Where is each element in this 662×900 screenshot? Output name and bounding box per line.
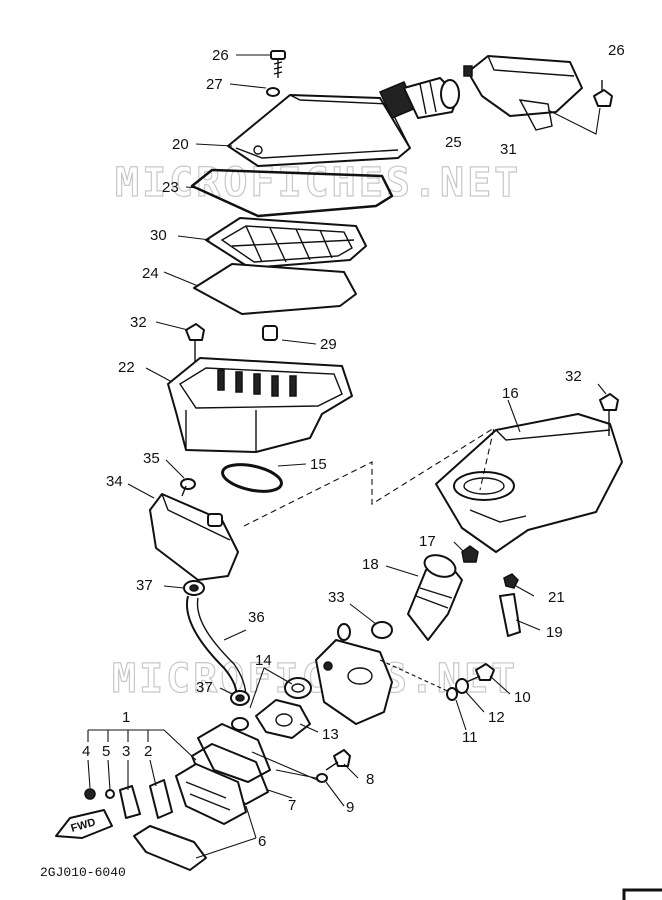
- collar-29: [262, 325, 278, 341]
- air-filter-cover-20: [227, 94, 411, 167]
- callout-27: 27: [206, 76, 223, 93]
- callout-33: 33: [328, 589, 345, 606]
- callout-22: 22: [118, 359, 135, 376]
- callout-32-right: 32: [565, 368, 582, 385]
- filter-element-24: [193, 263, 357, 315]
- clamp-37-lower: [230, 690, 250, 706]
- clamp-37-upper: [183, 580, 205, 596]
- callout-24: 24: [142, 265, 159, 282]
- washer-27: [266, 87, 280, 97]
- carburetor: [315, 623, 393, 725]
- joint-25: [378, 77, 460, 119]
- callout-1: 1: [122, 709, 130, 726]
- corner-mark: [622, 888, 662, 900]
- watermark-top: MICROFICHES.NET: [115, 160, 521, 206]
- callout-23: 23: [162, 179, 179, 196]
- callout-29: 29: [320, 336, 337, 353]
- drawing-code: 2GJ010-6040: [40, 865, 126, 880]
- air-filter-case-22: [167, 357, 353, 453]
- bolt-26-top: [270, 50, 286, 78]
- air-intake-box-16: [435, 413, 623, 553]
- washer-11: [446, 687, 458, 701]
- callout-21: 21: [548, 589, 565, 606]
- callout-8: 8: [366, 771, 374, 788]
- screw-8: [325, 749, 351, 771]
- callout-7: 7: [288, 797, 296, 814]
- bolt-32-left: [185, 323, 205, 362]
- callout-3: 3: [122, 743, 130, 760]
- bolt-32-right: [599, 393, 619, 436]
- callout-4: 4: [82, 743, 90, 760]
- callout-6: 6: [258, 833, 266, 850]
- seal-ring-15: [221, 463, 283, 493]
- bolt-26-right: [593, 80, 613, 107]
- callout-5: 5: [102, 743, 110, 760]
- callout-15: 15: [310, 456, 327, 473]
- fitting-21: [503, 573, 519, 589]
- callout-11: 11: [462, 729, 478, 746]
- nut-17: [461, 545, 479, 563]
- gasket-6-lower: [133, 825, 207, 871]
- element-frame-30: [205, 217, 367, 269]
- spacer-13: [255, 699, 311, 739]
- callout-17: 17: [419, 533, 436, 550]
- drain-pipe-19: [499, 593, 521, 637]
- callout-26-top: 26: [212, 47, 229, 64]
- fitting-35: [180, 478, 196, 497]
- callout-2: 2: [144, 743, 152, 760]
- stopper-3: [119, 785, 141, 819]
- callout-14: 14: [255, 652, 272, 669]
- callout-25: 25: [445, 134, 462, 151]
- reed-valve-assembly-1: [175, 763, 247, 825]
- callout-32-left: 32: [130, 314, 147, 331]
- callout-36: 36: [248, 609, 265, 626]
- hose-36: [186, 595, 238, 701]
- callout-26-right: 26: [608, 42, 625, 59]
- washer-12: [455, 678, 469, 694]
- callout-16: 16: [502, 385, 519, 402]
- clamp-33: [371, 621, 393, 639]
- callout-19: 19: [546, 624, 563, 641]
- washer-5: [105, 789, 115, 799]
- gasket-23: [190, 168, 394, 218]
- callout-12: 12: [488, 709, 505, 726]
- callout-37-lower: 37: [196, 679, 213, 696]
- silencer-31: [463, 55, 583, 131]
- callout-37-upper: 37: [136, 577, 153, 594]
- callout-30: 30: [150, 227, 167, 244]
- separator-34: [149, 493, 239, 581]
- intake-joint-18: [407, 554, 463, 641]
- fwd-arrow: FWD: [55, 809, 113, 839]
- reed-2: [149, 779, 173, 819]
- callout-18: 18: [362, 556, 379, 573]
- callout-31: 31: [500, 141, 517, 158]
- callout-35: 35: [143, 450, 160, 467]
- callout-9: 9: [346, 799, 354, 816]
- callout-13: 13: [322, 726, 339, 743]
- callout-labels: 26 27 20 25 31 26 23 30 24 32 29 22 32 1…: [82, 42, 625, 850]
- gasket-14: [284, 677, 312, 699]
- leader-lines: [87, 54, 607, 859]
- callout-10: 10: [514, 689, 531, 706]
- screw-4: [84, 788, 96, 800]
- callout-34: 34: [106, 473, 123, 490]
- callout-20: 20: [172, 136, 189, 153]
